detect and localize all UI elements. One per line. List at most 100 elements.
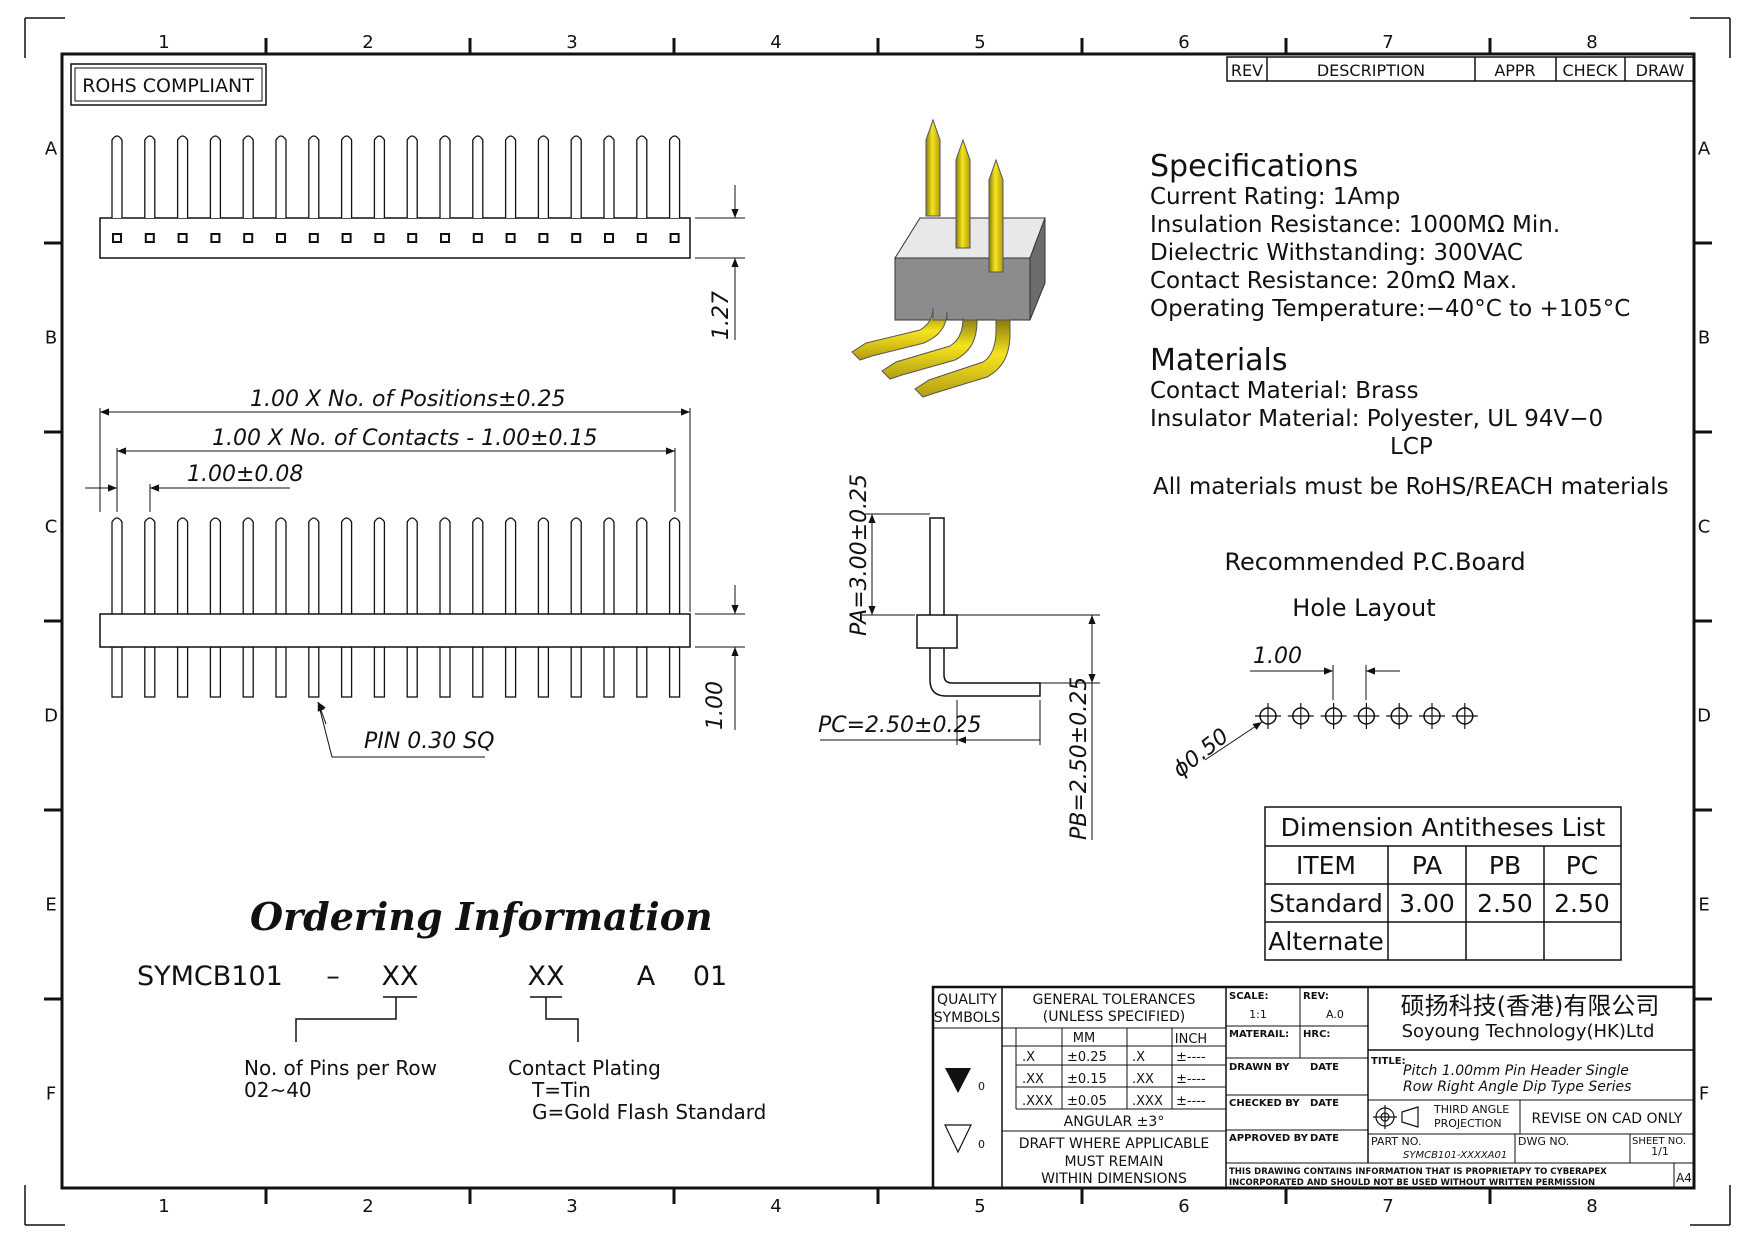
tolerance-cell: ±---- bbox=[1176, 1072, 1206, 1087]
frame-col-label: 4 bbox=[770, 1196, 781, 1217]
spec-line: Contact Resistance: 20mΩ Max. bbox=[1150, 268, 1517, 294]
dim-pc: PC=2.50±0.25 bbox=[818, 713, 981, 738]
ordering-code-pins: XX bbox=[382, 961, 419, 992]
front-view-pin bbox=[275, 517, 287, 614]
frame-col-label: 7 bbox=[1382, 32, 1393, 53]
pcb-hole-layout: Recommended P.C.Board Hole Layout 1.00 ϕ… bbox=[1168, 548, 1525, 783]
ordering-code-suffix: 01 bbox=[693, 961, 727, 992]
top-view-pin bbox=[504, 135, 517, 218]
top-view-pin bbox=[668, 135, 681, 218]
ordering-information: Ordering Information SYMCB101 – XX XX A … bbox=[137, 894, 766, 1124]
sheet-no-label: SHEET NO. bbox=[1632, 1136, 1686, 1147]
drawing-title: Row Right Angle Dip Type Series bbox=[1403, 1079, 1631, 1095]
contact-plating-gold: G=Gold Flash Standard bbox=[532, 1100, 766, 1124]
material-line: LCP bbox=[1390, 434, 1433, 460]
tolerance-cell: .XXX bbox=[1132, 1094, 1163, 1109]
frame-col-label: 7 bbox=[1382, 1196, 1393, 1217]
appr-header: APPR bbox=[1494, 61, 1535, 80]
title-label: TITLE: bbox=[1371, 1056, 1406, 1067]
tolerance-cell: ±0.15 bbox=[1067, 1072, 1107, 1087]
front-view-pin-tail bbox=[570, 646, 582, 698]
frame-col-label: 1 bbox=[158, 32, 169, 53]
front-view-pin bbox=[504, 517, 517, 614]
front-view-pin bbox=[242, 517, 254, 614]
front-view-pin bbox=[373, 517, 386, 614]
tolerance-cell: .XXX bbox=[1022, 1094, 1053, 1109]
frame-row-label: D bbox=[1697, 706, 1711, 727]
frame-col-label: 4 bbox=[770, 32, 781, 53]
dim-positions: 1.00 X No. of Positions±0.25 bbox=[250, 387, 565, 412]
checked-by: CHECKED BY bbox=[1229, 1098, 1300, 1109]
top-view-pin bbox=[242, 135, 254, 218]
pcb-holes bbox=[1255, 703, 1478, 729]
top-view-pin-square bbox=[374, 233, 385, 243]
specifications-heading: Specifications bbox=[1150, 149, 1358, 184]
top-view-pin-square bbox=[604, 233, 614, 243]
top-view-housing bbox=[99, 217, 691, 259]
draft-note: WITHIN DIMENSIONS bbox=[1041, 1171, 1187, 1187]
top-view-pin bbox=[472, 135, 484, 218]
top-view-pin-square bbox=[276, 233, 286, 243]
top-view-pin bbox=[176, 135, 189, 218]
front-view-pin bbox=[406, 517, 418, 614]
dim-pin-pitch: 1.00±0.08 bbox=[187, 462, 303, 487]
rev-label: REV: bbox=[1303, 991, 1329, 1002]
top-view-pin-square bbox=[210, 233, 221, 243]
hrc-label: HRC: bbox=[1303, 1029, 1330, 1040]
top-view-pin-square bbox=[669, 233, 680, 243]
sheet-size: A4 bbox=[1676, 1171, 1692, 1185]
angular-tolerance: ANGULAR ±3° bbox=[1064, 1114, 1165, 1130]
quality-label: QUALITY bbox=[937, 992, 997, 1008]
pcb-title: Recommended P.C.Board bbox=[1224, 548, 1525, 576]
dimension-table-title: Dimension Antitheses List bbox=[1281, 813, 1606, 842]
front-view-pin-tail bbox=[537, 646, 550, 698]
tolerance-cell: ±---- bbox=[1176, 1050, 1206, 1065]
dimension-table-cell: 3.00 bbox=[1399, 889, 1455, 918]
front-view-pin bbox=[472, 517, 484, 614]
drawn-date: DATE bbox=[1310, 1062, 1339, 1073]
frame-row-label: A bbox=[45, 139, 58, 160]
frame-row-label: F bbox=[46, 1084, 56, 1105]
front-view-pin-tail bbox=[340, 646, 353, 698]
dwg-no-label: DWG NO. bbox=[1518, 1135, 1569, 1148]
frame-row-label: F bbox=[1699, 1084, 1709, 1105]
frame-row-label: C bbox=[45, 517, 58, 538]
top-view-pin-square bbox=[308, 233, 319, 243]
quality-symbol-value: 0 bbox=[978, 1138, 985, 1151]
inch-header: INCH bbox=[1175, 1032, 1207, 1047]
top-view-pin bbox=[406, 135, 418, 218]
top-view-pin-square bbox=[636, 233, 647, 243]
dim-height: 1.00 bbox=[703, 681, 728, 730]
projection-label: PROJECTION bbox=[1434, 1117, 1502, 1130]
ordering-code-base: SYMCB101 bbox=[137, 961, 283, 992]
front-view-pin-tail bbox=[668, 646, 681, 698]
top-view-pin bbox=[636, 135, 648, 218]
frame-col-label: 8 bbox=[1586, 1196, 1597, 1217]
pins-per-row-label: No. of Pins per Row bbox=[244, 1056, 437, 1080]
top-view-pin-square bbox=[407, 233, 418, 243]
dimension-table-cell: 2.50 bbox=[1477, 889, 1533, 918]
front-view-pin-tail bbox=[111, 646, 123, 698]
frame-col-label: 2 bbox=[362, 32, 373, 53]
top-view-pin bbox=[373, 135, 386, 218]
top-view-pin-square bbox=[243, 233, 254, 243]
front-view-pin-tail bbox=[373, 646, 386, 698]
contact-plating-label: Contact Plating bbox=[508, 1056, 661, 1080]
sheet-no: 1/1 bbox=[1651, 1145, 1669, 1158]
frame-row-label: C bbox=[1698, 517, 1711, 538]
proprietary-notice: THIS DRAWING CONTAINS INFORMATION THAT I… bbox=[1229, 1167, 1607, 1177]
top-view-pin bbox=[209, 135, 222, 218]
material-label: MATERAIL: bbox=[1229, 1029, 1289, 1040]
material-line: Insulator Material: Polyester, UL 94V−0 bbox=[1150, 406, 1603, 432]
frame-col-label: 8 bbox=[1586, 32, 1597, 53]
dimension-table-cell: 2.50 bbox=[1554, 889, 1610, 918]
dimension-table-header: PC bbox=[1566, 851, 1599, 880]
unless-specified: (UNLESS SPECIFIED) bbox=[1043, 1009, 1185, 1025]
draw-header: DRAW bbox=[1636, 61, 1685, 80]
tolerance-cell: .X bbox=[1132, 1050, 1145, 1065]
spec-line: Operating Temperature:−40°C to +105°C bbox=[1150, 296, 1630, 322]
front-view-pin bbox=[537, 517, 550, 614]
top-view-pin bbox=[537, 135, 550, 218]
top-view-pin-square bbox=[144, 233, 155, 243]
